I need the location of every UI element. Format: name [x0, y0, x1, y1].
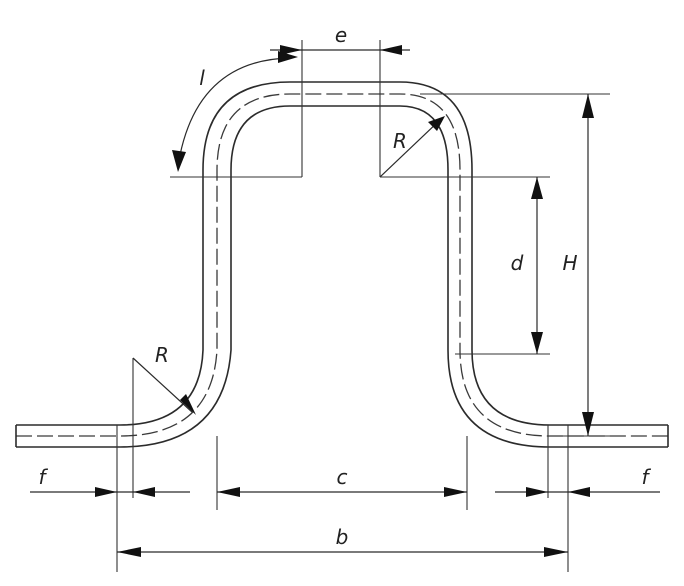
- pipe-outer-wall: [16, 81, 668, 426]
- arrow-l-down: [172, 150, 186, 172]
- label-r-top: R: [393, 129, 407, 153]
- dimension-b: b: [117, 525, 568, 557]
- arrow-f-right-a: [526, 487, 548, 497]
- arrow-c-left: [217, 487, 240, 497]
- dimension-d: d: [511, 177, 543, 354]
- arrow-e-left: [280, 45, 302, 55]
- arrow-d-bottom: [531, 332, 543, 354]
- dimension-c: c: [217, 465, 467, 497]
- dimension-r-bottom: R: [132, 343, 196, 415]
- arrow-f-right-b: [568, 487, 590, 497]
- arrow-e-right: [380, 45, 402, 55]
- dimension-f-right: f: [495, 465, 660, 497]
- label-r-bottom: R: [155, 343, 169, 367]
- label-c: c: [337, 465, 348, 489]
- extension-lines: [116, 40, 610, 572]
- dimension-f-left: f: [30, 465, 190, 497]
- label-h: H: [562, 251, 577, 275]
- arrow-d-top: [531, 177, 543, 199]
- dimension-r-top: R: [379, 116, 445, 178]
- label-b: b: [336, 525, 349, 549]
- arrow-c-right: [444, 487, 467, 497]
- arrow-b-right: [544, 547, 568, 557]
- label-e: e: [335, 23, 347, 47]
- arrow-b-left: [117, 547, 141, 557]
- pipe-inner-wall: [16, 105, 668, 448]
- arrow-h-top: [582, 94, 594, 118]
- label-f-left: f: [38, 465, 48, 489]
- dimension-e: e: [270, 23, 410, 55]
- arrow-l-right: [278, 51, 298, 63]
- label-d: d: [511, 251, 524, 275]
- pipe-centerline: [16, 93, 668, 437]
- dimension-h: H: [562, 94, 594, 436]
- arrow-h-bottom: [582, 412, 594, 436]
- arrow-r-top: [428, 116, 445, 131]
- label-l: l: [199, 66, 205, 90]
- arrow-f-left-b: [133, 487, 155, 497]
- pipe-body: [15, 81, 669, 448]
- dimension-l: l: [172, 51, 298, 172]
- arrow-r-bottom: [180, 394, 196, 415]
- label-f-right: f: [641, 465, 651, 489]
- arrow-f-left-a: [95, 487, 117, 497]
